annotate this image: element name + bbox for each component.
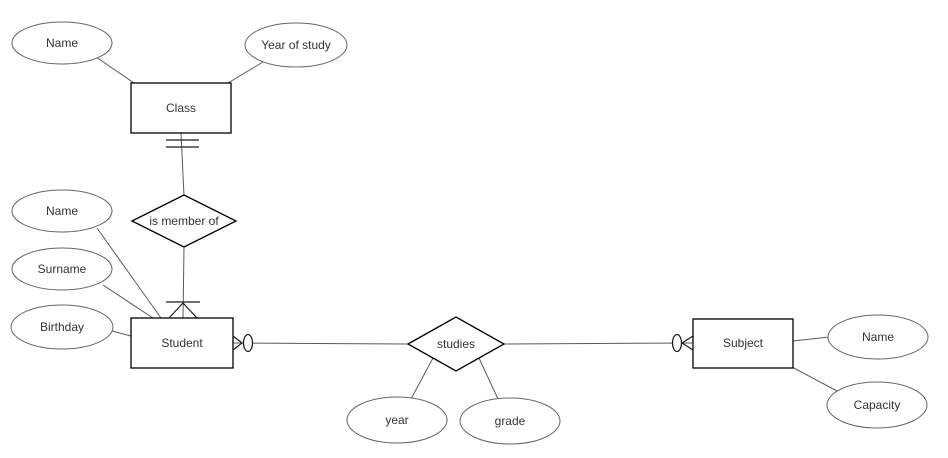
attribute-student-name: Name [11,189,113,233]
attribute-ellipse-shape [11,247,113,291]
attribute-ellipse-shape [827,314,929,360]
connector-studies-subject [503,342,694,345]
crow-foot-upper-tine [681,335,694,344]
relationship-diamond-shape [406,316,506,372]
attribute-student-surname: Surname [11,247,113,291]
crow-foot-left-tine [168,302,184,319]
relationship-label: studies [437,337,475,351]
relationship-is-member-of: is member of [130,194,238,248]
connector-subject-capacity-attribute [791,366,838,392]
entity-label: Class [166,101,196,115]
attribute-label: grade [495,414,526,428]
relationship-studies: studies [406,316,506,372]
attribute-subject-name: Name [827,314,929,360]
crow-foot-upper-tine [232,335,243,344]
entity-rect-shape [130,317,234,369]
attribute-label: Capacity [854,398,901,412]
attribute-ellipse-shape [244,22,348,68]
connector-subject-name-attribute [792,336,830,342]
attribute-class-name: Name [11,21,113,65]
crow-foot-lower-tine [681,342,694,351]
connector-class-ismemberof [180,132,185,197]
attribute-class-year-of-study: Year of study [244,22,348,68]
attribute-label: year [385,413,408,427]
attribute-label: Name [46,36,78,50]
relationship-label: is member of [149,214,219,228]
attribute-ellipse-shape [10,304,114,350]
connector-ismemberof-student [182,246,185,319]
attribute-subject-capacity: Capacity [826,381,928,429]
attribute-label: Name [46,204,78,218]
cardinality-exactly-one-notation [166,139,199,148]
entity-label: Subject [723,336,764,350]
attribute-label: Year of study [261,38,331,52]
cardinality-zero-or-many-notation-subject [671,333,694,353]
attribute-label: Surname [38,262,87,276]
crow-foot-lower-tine [232,342,243,351]
attribute-student-birthday: Birthday [10,304,114,350]
attribute-label: Birthday [40,320,84,334]
connector-studies-year-attribute [410,357,434,400]
zero-circle [242,333,254,353]
attribute-ellipse-shape [826,381,928,429]
attribute-studies-grade: grade [459,397,561,445]
connector-student-surname-attribute [102,284,154,319]
attribute-ellipse-shape [11,189,113,233]
entity-label: Student [161,336,203,350]
entity-rect-shape [692,318,794,369]
cardinality-one-or-many-notation [166,301,200,319]
entity-rect-shape [130,82,232,134]
connector-student-name-attribute [96,227,162,319]
entity-student: Student [130,317,234,369]
connector-class-name-attribute [95,56,135,84]
connector-studies-grade-attribute [478,357,499,400]
connector-class-yearofstudy-attribute [227,61,264,84]
attribute-label: Name [862,330,894,344]
connector-student-studies [232,342,409,345]
entity-subject: Subject [692,318,794,369]
entity-class: Class [130,82,232,134]
relationship-diamond-shape [130,194,238,248]
connector-student-birthday-attribute [111,330,132,337]
attribute-studies-year: year [346,396,448,444]
attribute-ellipse-shape [11,21,113,65]
attribute-ellipse-shape [346,396,448,444]
zero-circle [671,333,683,353]
attribute-ellipse-shape [459,397,561,445]
cardinality-zero-or-many-notation-student [232,333,254,353]
crow-foot-right-tine [182,302,198,319]
